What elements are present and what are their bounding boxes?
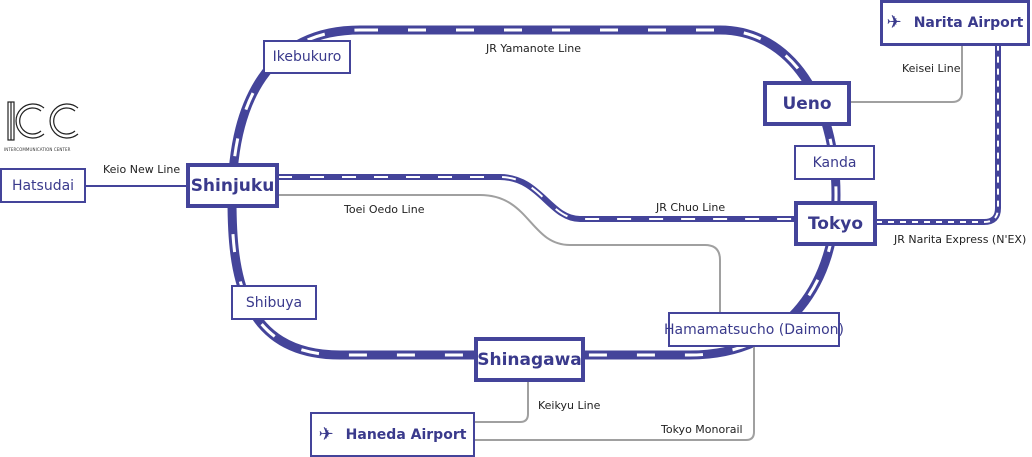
station-shinjuku-label: Shinjuku [190, 175, 275, 196]
chuo-line [278, 174, 800, 222]
station-ueno[interactable]: Ueno [763, 81, 851, 126]
keisei-line-label: Keisei Line [902, 62, 961, 75]
toei-oedo-line [278, 194, 721, 312]
icc-logo-subtitle: INTERCOMMUNICATION CENTER [4, 147, 71, 152]
station-narita-airport[interactable]: ✈ Narita Airport [880, 0, 1030, 46]
station-shibuya[interactable]: Shibuya [231, 285, 317, 320]
station-shinjuku[interactable]: Shinjuku [186, 163, 279, 208]
station-shinagawa[interactable]: Shinagawa [474, 337, 585, 382]
tokyo-monorail-line [474, 346, 755, 441]
station-hatsudai-label: Hatsudai [11, 177, 75, 194]
station-kanda-label: Kanda [812, 154, 857, 171]
station-hamamatsucho[interactable]: Hamamatsucho (Daimon) [664, 312, 844, 347]
station-shinagawa-label: Shinagawa [477, 349, 582, 370]
keio-new-line-label: Keio New Line [103, 163, 181, 176]
station-tokyo-label: Tokyo [807, 213, 864, 234]
station-ikebukuro-label: Ikebukuro [272, 49, 342, 65]
narita-express-line [876, 46, 1001, 225]
toei-oedo-line-label: Toei Oedo Line [344, 203, 425, 216]
station-hatsudai[interactable]: Hatsudai [0, 168, 86, 203]
station-ueno-label: Ueno [782, 93, 832, 114]
airplane-icon: ✈ [318, 423, 334, 445]
narita-express-line-label: JR Narita Express (N'EX) [894, 233, 1027, 246]
station-hamamatsucho-label: Hamamatsucho (Daimon) [663, 321, 845, 338]
station-narita-airport-label: Narita Airport [913, 15, 1024, 31]
keisei-line [850, 46, 963, 103]
airplane-icon: ✈ [886, 12, 902, 33]
icc-logo: INTERCOMMUNICATION CENTER [4, 100, 94, 152]
station-haneda-airport-label: Haneda Airport [345, 426, 467, 443]
yamanote-line-label: JR Yamanote Line [486, 42, 581, 55]
station-ikebukuro[interactable]: Ikebukuro [263, 40, 351, 74]
keikyu-line [474, 382, 529, 423]
icc-logo-mark [7, 101, 79, 141]
station-kanda[interactable]: Kanda [794, 145, 875, 180]
chuo-line-label: JR Chuo Line [656, 201, 726, 214]
station-shibuya-label: Shibuya [245, 294, 303, 311]
tokyo-monorail-line-label: Tokyo Monorail [661, 423, 743, 436]
station-haneda-airport[interactable]: ✈ Haneda Airport [310, 412, 475, 457]
station-tokyo[interactable]: Tokyo [794, 201, 877, 246]
keikyu-line-label: Keikyu Line [538, 399, 601, 412]
